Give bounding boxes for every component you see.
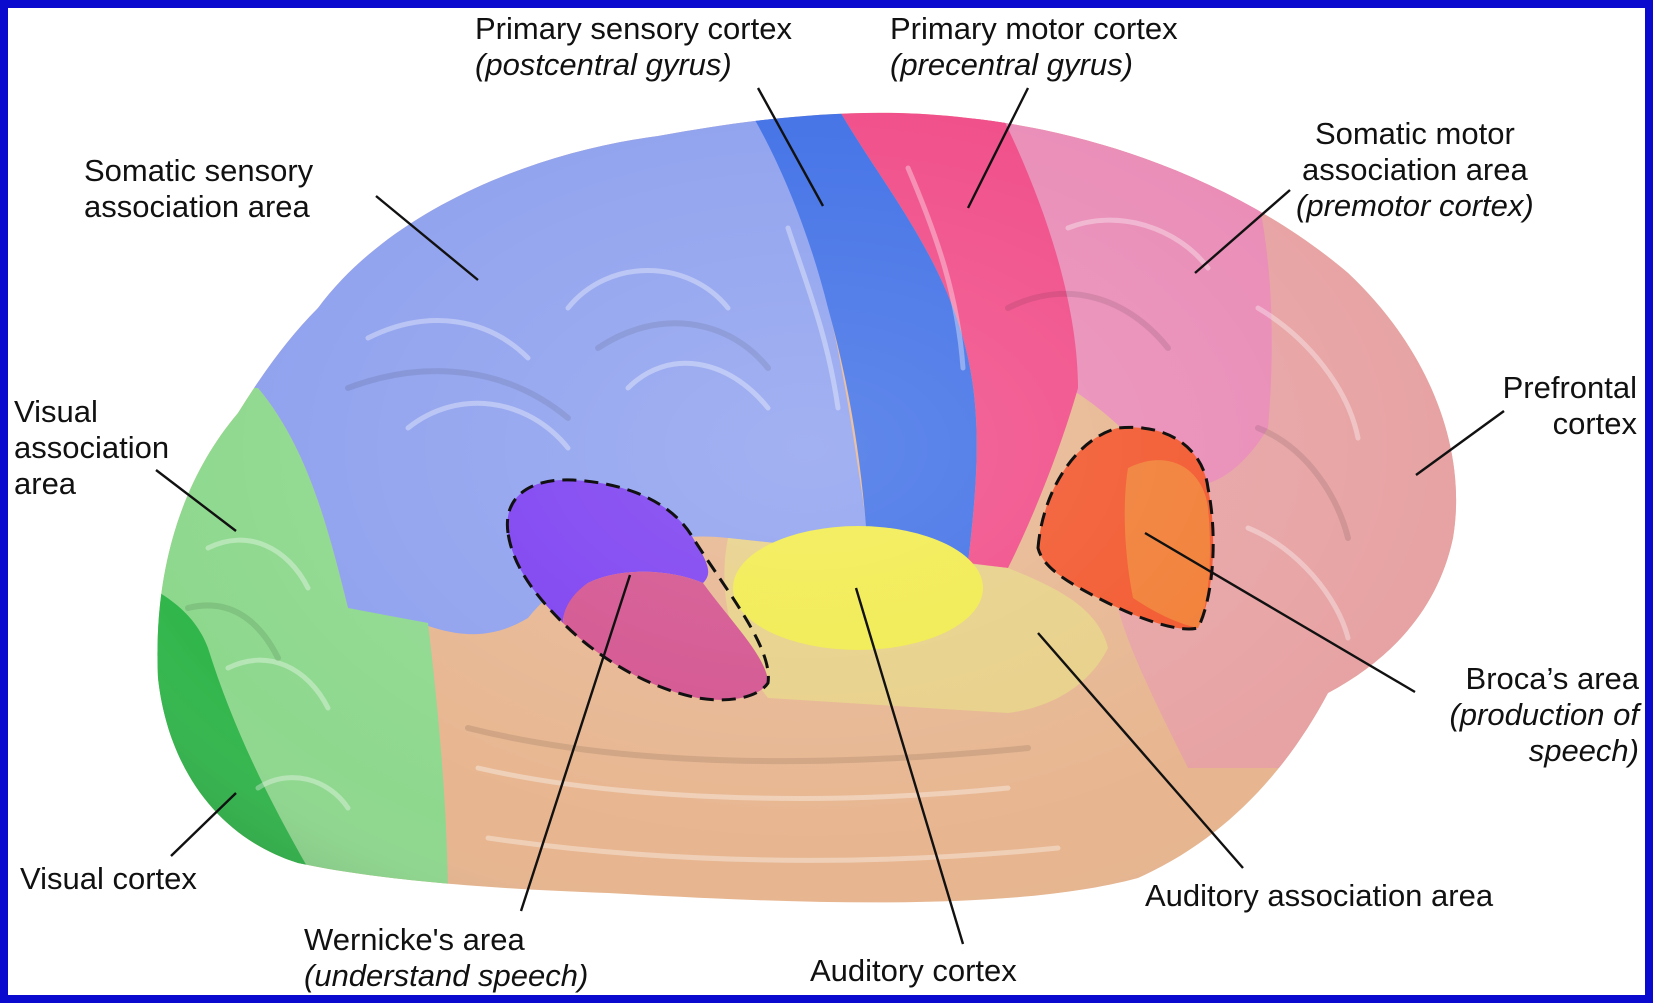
- label-auditory-cortex: Auditory cortex: [810, 953, 1017, 989]
- label-somatic-sensory-association: Somatic sensory association area: [84, 153, 313, 225]
- leader-line-visual-cortex: [171, 793, 236, 856]
- label-auditory-association: Auditory association area: [1145, 878, 1493, 914]
- label-text: Primary sensory cortex: [475, 11, 792, 47]
- label-text: Visual: [14, 394, 169, 430]
- label-text: area: [14, 466, 169, 502]
- label-visual-association: Visual association area: [14, 394, 169, 502]
- label-text: association: [14, 430, 169, 466]
- label-text: Primary motor cortex: [890, 11, 1178, 47]
- label-text: cortex: [1503, 406, 1637, 442]
- label-subtext: (postcentral gyrus): [475, 47, 792, 83]
- label-text: Prefrontal: [1503, 370, 1637, 406]
- label-prefrontal-cortex: Prefrontal cortex: [1503, 370, 1637, 442]
- label-text: Auditory association area: [1145, 878, 1493, 914]
- label-visual-cortex: Visual cortex: [20, 861, 197, 897]
- label-primary-sensory-cortex: Primary sensory cortex (postcentral gyru…: [475, 11, 792, 83]
- label-text: Auditory cortex: [810, 953, 1017, 989]
- label-text: Somatic sensory: [84, 153, 313, 189]
- label-wernickes-area: Wernicke's area (understand speech): [304, 922, 588, 994]
- label-text: association area: [84, 189, 313, 225]
- label-text: Somatic motor: [1296, 116, 1534, 152]
- label-subtext: speech): [1449, 733, 1639, 769]
- figure-frame: Primary sensory cortex (postcentral gyru…: [8, 8, 1645, 995]
- label-somatic-motor-association: Somatic motor association area (premotor…: [1296, 116, 1534, 224]
- label-subtext: (precentral gyrus): [890, 47, 1178, 83]
- label-text: Visual cortex: [20, 861, 197, 897]
- label-subtext: (premotor cortex): [1296, 188, 1534, 224]
- label-subtext: (understand speech): [304, 958, 588, 994]
- label-subtext: (production of: [1449, 697, 1639, 733]
- label-text: Wernicke's area: [304, 922, 588, 958]
- label-text: association area: [1296, 152, 1534, 188]
- label-brocas-area: Broca’s area (production of speech): [1449, 661, 1639, 769]
- label-text: Broca’s area: [1449, 661, 1639, 697]
- label-primary-motor-cortex: Primary motor cortex (precentral gyrus): [890, 11, 1178, 83]
